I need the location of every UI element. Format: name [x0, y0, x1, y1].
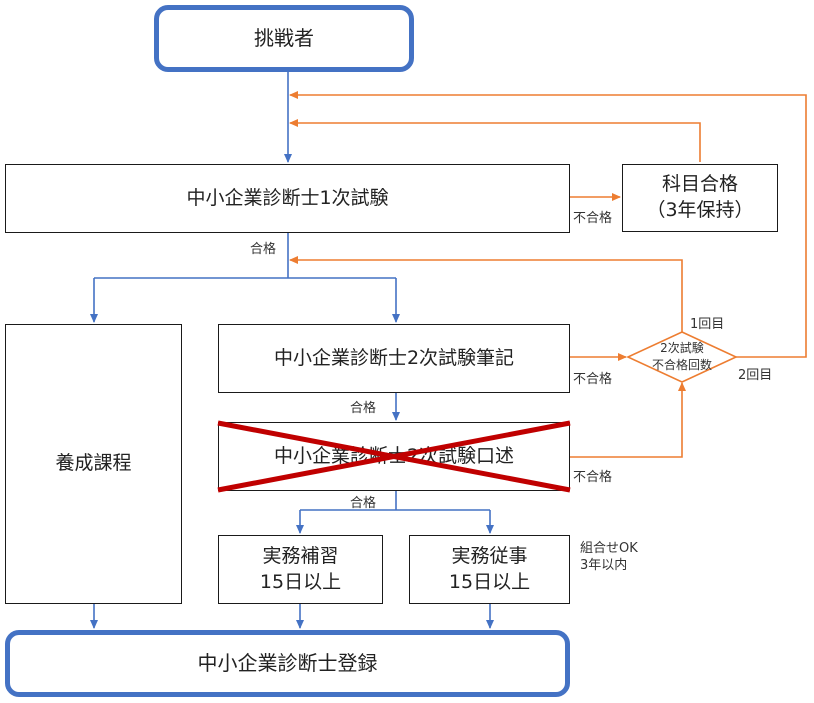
fail-label-oral: 不合格 — [573, 470, 613, 485]
first-time-label: 1回目 — [690, 317, 725, 332]
practice-box: 実務補習 15日以上 — [218, 535, 383, 604]
challenger-label: 挑戦者 — [254, 26, 314, 50]
exam1-box: 中小企業診断士1次試験 — [5, 164, 570, 233]
orange-connectors — [289, 91, 807, 458]
work-label: 実務従事 15日以上 — [448, 544, 531, 593]
arrow-subject-return — [289, 119, 701, 162]
register-box: 中小企業診断士登録 — [5, 630, 570, 697]
pass-label-written: 合格 — [350, 401, 377, 416]
fail-count-label: 2次試験 不合格回数 — [651, 341, 712, 372]
second-time-label: 2回目 — [738, 368, 773, 383]
register-label: 中小企業診断士登録 — [197, 651, 378, 675]
exam2-written-box: 中小企業診断士2次試験筆記 — [218, 324, 570, 393]
arrow-second-time-return — [289, 91, 807, 358]
exam2-written-label: 中小企業診断士2次試験筆記 — [273, 346, 515, 369]
fail-label-written: 不合格 — [573, 372, 613, 387]
arrow-oral-to-diamond — [570, 382, 686, 458]
exam1-label: 中小企業診断士1次試験 — [186, 186, 389, 209]
course-box: 養成課程 — [5, 324, 182, 604]
fail-count-diamond — [626, 331, 738, 383]
challenger-box: 挑戦者 — [154, 5, 414, 72]
subject-pass-box: 科目合格 （3年保持） — [622, 164, 778, 232]
cross-stroke-2 — [217, 420, 571, 493]
pass-label-exam1: 合格 — [250, 242, 277, 257]
arrow-first-time-return — [289, 256, 683, 333]
practice-label: 実務補習 15日以上 — [259, 544, 342, 593]
work-box: 実務従事 15日以上 — [409, 535, 570, 604]
subject-pass-label: 科目合格 （3年保持） — [646, 173, 754, 221]
course-label: 養成課程 — [55, 452, 132, 475]
fail-label-exam1: 不合格 — [573, 211, 613, 226]
pass-label-oral: 合格 — [350, 496, 377, 511]
combo-note: 組合せOK 3年以内 — [580, 541, 638, 573]
blue-connectors — [90, 72, 494, 629]
